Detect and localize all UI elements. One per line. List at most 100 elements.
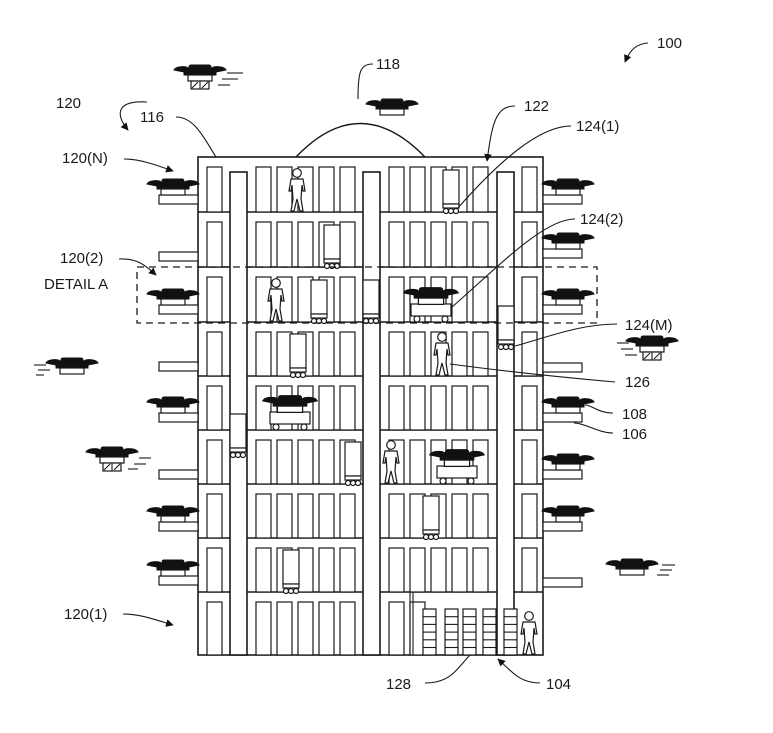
docked-drone	[541, 453, 595, 471]
motion-lines	[218, 72, 243, 86]
label-118: 118	[376, 56, 400, 73]
storage-rack	[255, 331, 272, 377]
storage-rack	[388, 166, 405, 213]
storage-rack	[409, 166, 426, 213]
label-124-2: 124(2)	[580, 211, 623, 228]
storage-rack	[206, 276, 223, 323]
storage-rack	[255, 166, 272, 213]
storage-rack	[472, 276, 489, 323]
balcony	[542, 577, 583, 588]
label-120: 120	[56, 95, 81, 112]
robot-124-M	[497, 305, 515, 351]
storage-rack	[206, 547, 223, 593]
drone-with-package	[86, 447, 138, 471]
label-120-1: 120(1)	[64, 606, 107, 623]
storage-rack	[276, 221, 293, 268]
storage-rack	[255, 547, 272, 593]
balcony	[158, 412, 199, 423]
drone	[365, 98, 419, 116]
storage-rack	[297, 601, 314, 656]
storage-rack	[409, 385, 426, 431]
storage-rack	[339, 221, 356, 268]
robot	[229, 413, 247, 459]
storage-rack	[297, 221, 314, 268]
storage-rack	[430, 547, 447, 593]
storage-rack	[206, 493, 223, 539]
label-120-2: 120(2)	[60, 250, 103, 267]
storage-rack	[318, 331, 335, 377]
storage-rack	[339, 166, 356, 213]
storage-rack	[276, 493, 293, 539]
storage-rack	[388, 331, 405, 377]
balcony	[158, 194, 199, 205]
robot	[422, 495, 440, 541]
robot	[282, 549, 300, 595]
label-122: 122	[524, 98, 549, 115]
docked-drone	[146, 178, 200, 196]
balcony	[542, 304, 583, 315]
storage-rack	[451, 221, 468, 268]
storage-rack	[388, 601, 405, 656]
shelf-unit	[503, 608, 518, 656]
storage-rack	[206, 221, 223, 268]
docked-drone	[146, 505, 200, 523]
storage-rack	[409, 547, 426, 593]
balcony	[542, 248, 583, 259]
robot	[289, 333, 307, 379]
storage-rack	[255, 385, 272, 431]
storage-rack	[255, 493, 272, 539]
storage-rack	[339, 331, 356, 377]
balcony	[542, 362, 583, 373]
storage-rack	[451, 385, 468, 431]
shelf-unit	[422, 608, 437, 656]
balcony	[542, 194, 583, 205]
storage-rack	[339, 601, 356, 656]
storage-rack	[472, 221, 489, 268]
storage-rack	[297, 439, 314, 485]
label-100: 100	[657, 35, 682, 52]
storage-rack	[521, 439, 538, 485]
robot	[323, 224, 341, 270]
storage-rack	[521, 331, 538, 377]
storage-rack	[451, 493, 468, 539]
storage-rack	[318, 601, 335, 656]
balcony	[542, 521, 583, 532]
balcony	[158, 575, 199, 586]
label-106: 106	[622, 426, 647, 443]
storage-rack	[388, 493, 405, 539]
storage-rack	[430, 221, 447, 268]
label-128: 128	[386, 676, 411, 693]
robot-124-1	[442, 169, 460, 215]
storage-rack	[255, 221, 272, 268]
storage-rack	[409, 221, 426, 268]
storage-rack	[472, 331, 489, 377]
robot	[344, 441, 362, 487]
storage-rack	[521, 221, 538, 268]
storage-rack	[318, 385, 335, 431]
label-detail-a: DETAIL A	[44, 276, 108, 293]
storage-rack	[206, 601, 223, 656]
storage-rack	[409, 439, 426, 485]
shelf-unit	[482, 608, 497, 656]
storage-rack	[388, 221, 405, 268]
storage-rack	[318, 439, 335, 485]
reference-labels: 100 118 120 116 122 124(1) 120(N) 124(2)…	[44, 35, 682, 693]
storage-rack	[297, 547, 314, 593]
drone	[605, 558, 659, 576]
storage-rack	[255, 601, 272, 656]
storage-rack	[318, 547, 335, 593]
label-104: 104	[546, 676, 571, 693]
docked-drone	[146, 559, 200, 577]
storage-rack	[206, 166, 223, 213]
leader-lines	[118, 42, 649, 684]
balcony	[158, 304, 199, 315]
storage-rack	[318, 493, 335, 539]
storage-rack	[318, 166, 335, 213]
docked-drone	[541, 178, 595, 196]
storage-rack	[339, 493, 356, 539]
docked-drone	[146, 288, 200, 306]
detail-a-box	[136, 266, 598, 324]
label-116: 116	[140, 109, 164, 126]
storage-rack	[339, 385, 356, 431]
